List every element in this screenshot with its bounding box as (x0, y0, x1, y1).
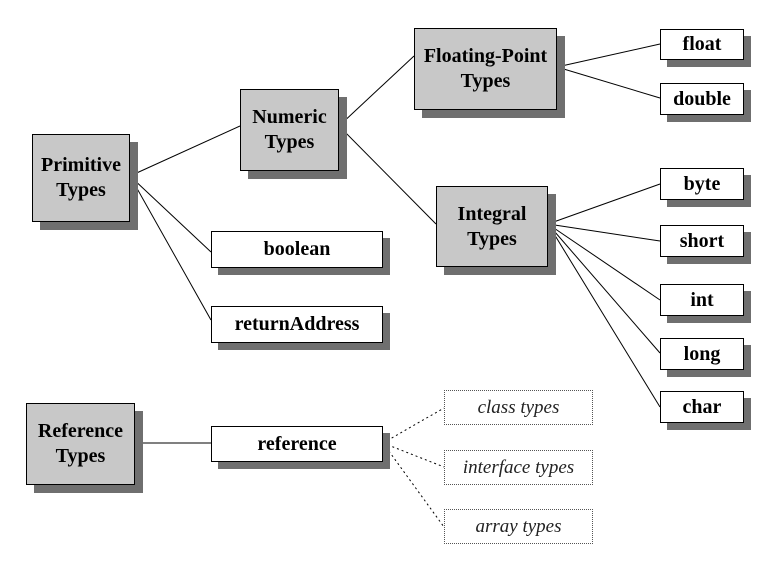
node-int: int (660, 284, 744, 316)
edge-primitive-numeric (129, 125, 241, 177)
node-array-types: array types (444, 509, 593, 544)
node-label: boolean (263, 238, 331, 260)
node-label: double (673, 87, 731, 110)
node-float: float (660, 29, 744, 60)
node-label: interface types (462, 456, 575, 478)
node-label: Reference Types (37, 420, 124, 467)
edge-floating-float (556, 43, 661, 68)
edge-integral-int (547, 223, 661, 301)
edge-reference-class (382, 407, 445, 444)
edge-numeric-floating (338, 55, 415, 127)
node-byte: byte (660, 168, 744, 200)
node-label: int (690, 288, 714, 311)
edge-integral-byte (547, 183, 661, 225)
node-label: Numeric Types (252, 106, 327, 153)
node-label: short (679, 229, 725, 252)
edge-integral-char (547, 223, 661, 408)
node-class-types: class types (444, 390, 593, 425)
node-interface-types: interface types (444, 450, 593, 485)
node-double: double (660, 83, 744, 115)
node-label: float (682, 33, 722, 55)
node-label: class types (477, 396, 560, 418)
node-reference-types: Reference Types (26, 403, 135, 485)
node-integral-types: Integral Types (436, 186, 548, 267)
edge-primitive-returnaddress (129, 175, 212, 321)
node-numeric-types: Numeric Types (240, 89, 339, 171)
node-char: char (660, 391, 744, 423)
edge-reference-interface (382, 442, 445, 468)
node-primitive-types: Primitive Types (32, 134, 130, 222)
node-label: Floating-Point Types (423, 45, 548, 92)
edge-reference-array (382, 442, 445, 528)
node-label: Primitive Types (41, 154, 121, 201)
node-boolean: boolean (211, 231, 383, 268)
edge-primitive-boolean (129, 175, 212, 253)
edge-numeric-integral (338, 125, 437, 225)
node-label: byte (683, 172, 721, 195)
node-reference: reference (211, 426, 383, 462)
node-label: long (683, 342, 721, 365)
edge-floating-double (556, 66, 661, 99)
node-label: returnAddress (234, 313, 360, 335)
edge-integral-long (547, 223, 661, 354)
node-return-address: returnAddress (211, 306, 383, 343)
node-label: Integral Types (457, 202, 527, 250)
edge-integral-short (547, 223, 661, 242)
node-floating-point-types: Floating-Point Types (414, 28, 557, 110)
node-label: array types (475, 515, 562, 537)
node-label: reference (257, 432, 337, 455)
node-label: char (682, 395, 722, 418)
node-short: short (660, 225, 744, 257)
node-long: long (660, 338, 744, 370)
